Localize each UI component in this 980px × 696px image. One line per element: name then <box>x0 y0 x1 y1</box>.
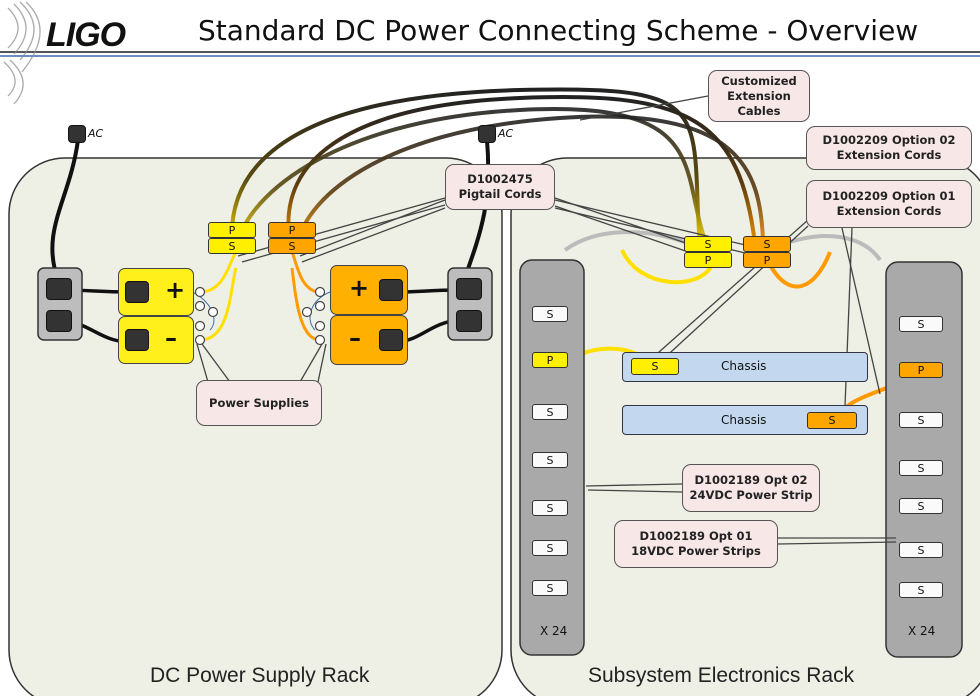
plus-sign: + <box>349 274 370 302</box>
ac-socket-icon <box>46 310 72 332</box>
terminal-plug-icon <box>125 329 149 351</box>
ac-label-right: AC <box>498 127 514 140</box>
ligo-logo: LIGO <box>46 16 126 54</box>
ac-socket-icon <box>46 278 72 300</box>
strip-socket-s: S <box>899 582 943 598</box>
strip-socket-s: S <box>532 404 568 420</box>
rack-label-subsystem-electronics: Subsystem Electronics Rack <box>588 664 855 687</box>
pigtail-connector-s: S <box>268 238 316 254</box>
strip-socket-s: S <box>532 306 568 322</box>
minus-sign: – <box>165 324 177 352</box>
strip-socket-s: S <box>532 500 568 516</box>
ac-label-left: AC <box>88 127 104 140</box>
page-title: Standard DC Power Connecting Scheme - Ov… <box>198 14 919 47</box>
extension-cables <box>229 87 765 254</box>
strip-socket-s: S <box>899 460 943 476</box>
strip-count-label: X 24 <box>908 624 936 638</box>
callout-power-supplies: Power Supplies <box>196 380 322 426</box>
strip-socket-s: S <box>532 540 568 556</box>
extension-connector-p: P <box>743 252 791 268</box>
strip-socket-s: S <box>899 412 943 428</box>
ac-socket-icon <box>456 310 482 332</box>
plus-sign: + <box>165 276 186 304</box>
extension-connector-s: S <box>743 236 791 252</box>
header-decoration <box>0 1 980 105</box>
power-supply-orange-plus: + <box>330 265 408 315</box>
rack-label-dc-power-supply: DC Power Supply Rack <box>150 664 370 687</box>
terminal-plug-icon <box>379 329 403 351</box>
extension-connector-p: P <box>684 252 732 268</box>
pigtail-connector-s: S <box>208 238 256 254</box>
pigtail-connector-p: P <box>208 222 256 238</box>
ac-plug-left-icon <box>68 125 86 143</box>
strip-socket-s: S <box>899 498 943 514</box>
chassis-lower: Chassis S <box>622 405 868 435</box>
chassis-connector-s: S <box>807 412 857 429</box>
strip-socket-p: P <box>532 352 568 368</box>
supply-terminals <box>194 286 326 346</box>
terminal-plug-icon <box>379 279 403 301</box>
strip-socket-s: S <box>532 580 568 596</box>
chassis-connector-s: S <box>631 358 679 375</box>
pigtail-connector-p: P <box>268 222 316 238</box>
ac-socket-icon <box>456 278 482 300</box>
strip-count-label: X 24 <box>540 624 568 638</box>
terminal-plug-icon <box>125 281 149 303</box>
power-supply-yellow-plus: + <box>118 268 194 316</box>
power-supply-yellow-minus: – <box>118 316 194 364</box>
strip-socket-s: S <box>899 542 943 558</box>
strip-socket-s: S <box>899 316 943 332</box>
chassis-upper: S Chassis <box>622 352 868 382</box>
minus-sign: – <box>349 324 361 352</box>
chassis-label: Chassis <box>721 359 767 373</box>
strip-socket-p: P <box>899 362 943 378</box>
chassis-label: Chassis <box>721 413 767 427</box>
strip-socket-s: S <box>532 452 568 468</box>
ac-plug-right-icon <box>478 125 496 143</box>
power-supply-orange-minus: – <box>330 315 408 365</box>
pigtail-wiring <box>191 251 331 342</box>
ligo-waves-icon <box>3 1 41 105</box>
ac-cords <box>50 139 491 281</box>
power-strip-18vdc <box>885 261 963 658</box>
extension-connector-s: S <box>684 236 732 252</box>
